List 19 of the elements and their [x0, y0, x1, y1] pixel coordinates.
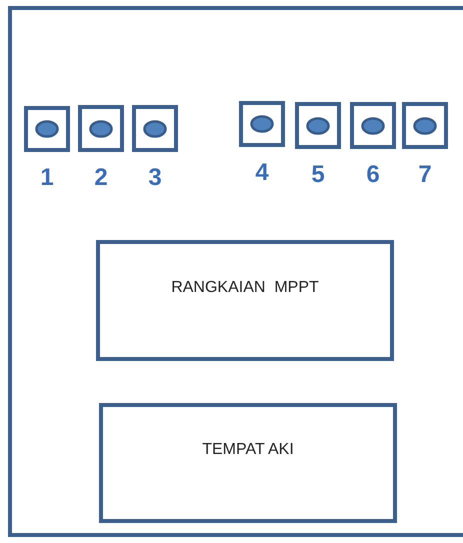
component-label: RANGKAIAN MPPT — [171, 278, 319, 298]
terminal-box — [239, 101, 285, 147]
terminal-number: 1 — [39, 166, 55, 190]
enclosure-panel — [8, 6, 463, 537]
terminal-box — [132, 105, 178, 152]
terminal-number: 6 — [365, 163, 381, 187]
terminal-number: 2 — [93, 166, 109, 190]
component-box — [96, 240, 394, 361]
terminal-number: 5 — [310, 163, 326, 187]
component-box — [99, 403, 397, 523]
terminal-box — [350, 102, 396, 149]
component-label: TEMPAT AKI — [202, 440, 294, 460]
terminal-number: 4 — [254, 161, 270, 185]
terminal-number: 7 — [417, 163, 433, 187]
terminal-box — [295, 102, 341, 149]
terminal-box — [24, 106, 70, 152]
terminal-box — [402, 102, 448, 149]
terminal-box — [78, 105, 124, 152]
terminal-number: 3 — [147, 166, 163, 190]
